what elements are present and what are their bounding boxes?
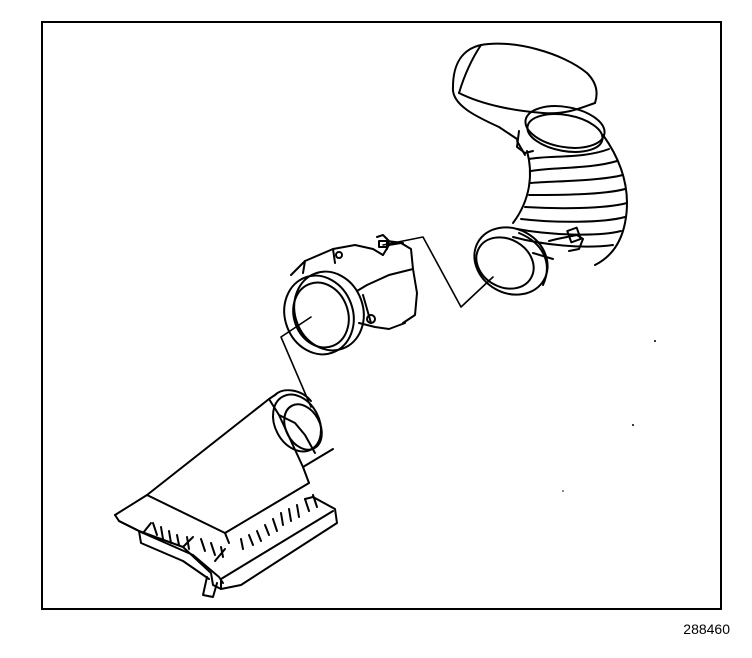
connection-lines: [280, 236, 494, 408]
air-cleaner-outlet-duct-icon: [114, 389, 338, 598]
illustration-frame: [41, 21, 722, 610]
air-intake-hose-icon: [451, 42, 628, 296]
exploded-view-diagram: [114, 42, 656, 598]
mass-air-flow-sensor-icon: [283, 234, 418, 356]
scan-specks: [562, 340, 656, 492]
figure-number: 288460: [683, 621, 730, 637]
